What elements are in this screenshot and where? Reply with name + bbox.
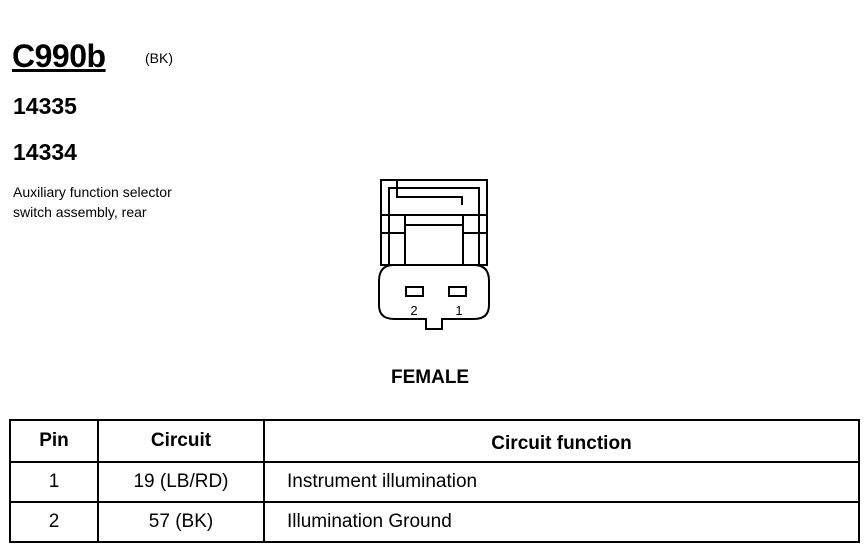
table-header-row: Pin Circuit Circuit function [9, 419, 860, 463]
column-header-circuit: Circuit [97, 419, 265, 463]
pin-label: 2 [410, 303, 417, 318]
connector-gender: FEMALE [391, 367, 470, 388]
pin-label: 1 [455, 303, 462, 318]
part-number: 14335 [13, 93, 77, 119]
description-line: Auxiliary function selector [13, 184, 172, 200]
latch-icon [396, 180, 463, 205]
circuit-cell: 57 (BK) [97, 501, 265, 543]
description-line: switch assembly, rear [13, 204, 147, 220]
connector-body [378, 264, 490, 330]
column-header-pin: Pin [9, 419, 99, 463]
table-row: 2 57 (BK) Illumination Ground [9, 501, 860, 543]
circuit-function-cell: Illumination Ground [263, 501, 860, 543]
connector-face-diagram: 2 1 [378, 179, 490, 330]
circuit-cell: 19 (LB/RD) [97, 461, 265, 503]
connector-description: Auxiliary function selector switch assem… [13, 182, 172, 222]
table-row: 1 19 (LB/RD) Instrument illumination [9, 461, 860, 503]
circuit-function-cell: Instrument illumination [263, 461, 860, 503]
pin-table: Pin Circuit Circuit function 1 19 (LB/RD… [9, 419, 860, 543]
connector-id: C990b [12, 38, 106, 74]
housing-inner [388, 187, 480, 266]
column-header-circuit-function: Circuit function [263, 419, 860, 463]
latch-icon [404, 214, 464, 266]
part-number: 14334 [13, 139, 77, 165]
pin-cavity-2 [405, 286, 424, 297]
color-code: (BK) [145, 50, 173, 66]
pin-cell: 1 [9, 461, 99, 503]
pin-cavity-1 [448, 286, 467, 297]
pin-cell: 2 [9, 501, 99, 543]
